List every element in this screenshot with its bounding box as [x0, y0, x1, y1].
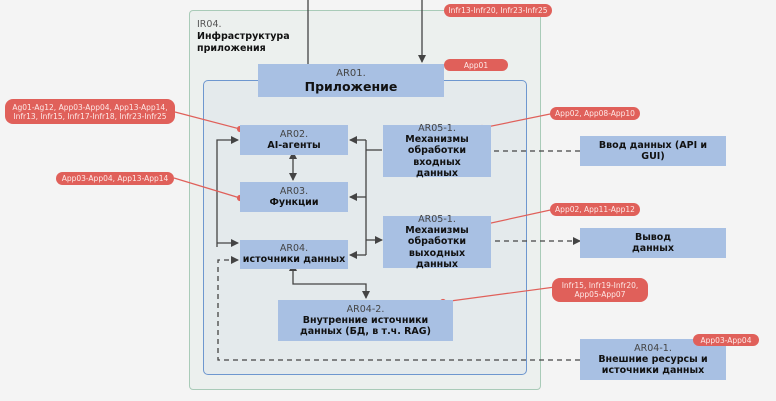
node-code: AR04-2. — [346, 303, 385, 315]
tag-output-processing: App02, App11-App12 — [550, 203, 640, 216]
tag-external-resources: App03-App04 — [693, 334, 759, 346]
node-code: AR03. — [279, 185, 309, 197]
tag-app: App01 — [444, 59, 508, 71]
node-title: Механизмы обработки выходных данных — [405, 224, 469, 271]
tag-line-internal — [442, 286, 556, 303]
tag-line-output — [481, 208, 556, 226]
application-title: Приложение — [304, 78, 398, 94]
node-title: AI-агенты — [267, 139, 321, 151]
infrastructure-code: IR04. — [197, 19, 222, 30]
tag-line-input — [481, 112, 556, 129]
node-title: Функции — [269, 196, 319, 208]
connector-external-dashed — [217, 256, 580, 361]
tag-line-ai-agents — [174, 111, 241, 130]
node-ai-agents[interactable]: AR02. AI-агенты — [240, 125, 348, 155]
tag-internal-sources: Infr15, Infr19-Infr20, App05-App07 — [552, 278, 648, 302]
node-title: Внутренние источники данных (БД, в т.ч. … — [300, 314, 431, 338]
application-box[interactable]: AR01. Приложение — [258, 64, 444, 97]
node-code: AR02. — [279, 128, 309, 140]
tag-line-functions — [173, 177, 241, 199]
node-title: Вывод данных — [632, 231, 674, 255]
connector-ar04-internal — [289, 263, 370, 299]
node-title: Внешние ресурсы и источники данных — [598, 353, 708, 377]
infrastructure-title: Инфраструктура приложения — [197, 31, 290, 54]
node-title: Механизмы обработки входных данных — [405, 133, 469, 180]
node-functions[interactable]: AR03. Функции — [240, 182, 348, 212]
tag-functions: App03-App04, App13-App14 — [56, 172, 174, 185]
node-title: Ввод данных (API и GUI) — [598, 139, 708, 163]
node-code: AR05-1. — [418, 122, 456, 134]
node-input-processing[interactable]: AR05-1. Механизмы обработки входных данн… — [383, 122, 491, 180]
tag-input-processing: App02, App08-App10 — [550, 107, 640, 120]
tag-ai-agents: Ag01-Ag12, App03-App04, App13-App14, Inf… — [5, 99, 175, 124]
connector-left-loop — [216, 136, 239, 247]
node-code: AR05-1. — [418, 213, 456, 225]
node-data-input[interactable]: Ввод данных (API и GUI) — [580, 136, 726, 166]
application-code: AR01. — [336, 67, 366, 79]
node-output-processing[interactable]: AR05-1. Механизмы обработки выходных дан… — [383, 213, 491, 271]
node-data-output[interactable]: Вывод данных — [580, 228, 726, 258]
node-data-sources[interactable]: AR04. источники данных — [240, 240, 348, 269]
node-internal-sources[interactable]: AR04-2. Внутренние источники данных (БД,… — [278, 300, 453, 341]
node-code: AR04. — [279, 243, 309, 255]
node-title: источники данных — [242, 254, 346, 266]
node-code: AR04-1. — [634, 342, 672, 354]
tag-infra: Infr13-Infr20, Infr23-Infr25 — [444, 4, 552, 17]
